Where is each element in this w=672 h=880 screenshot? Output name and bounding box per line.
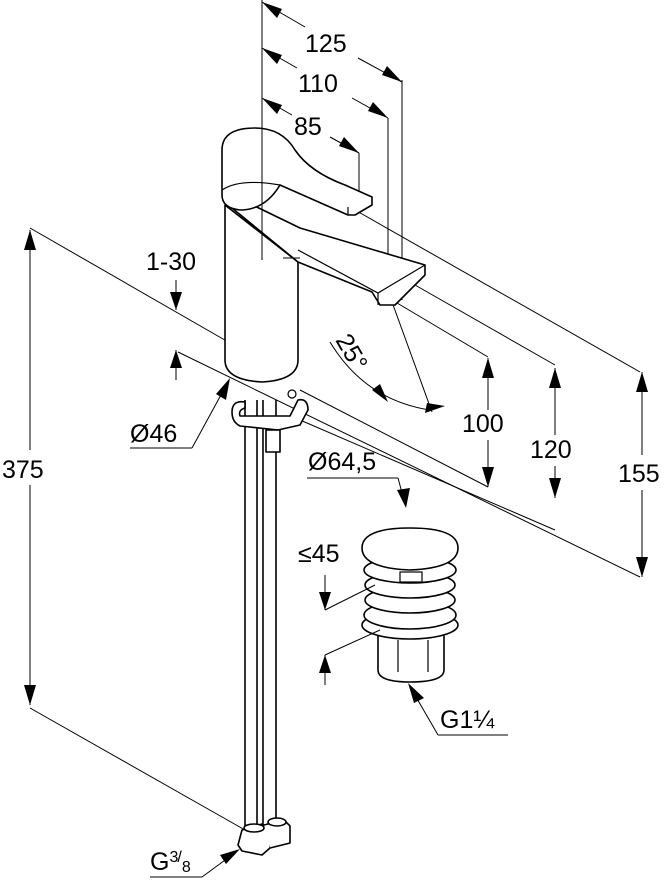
waste-stroke-dimension xyxy=(319,575,381,685)
dim-countertop: 1-30 xyxy=(146,248,196,276)
reach-dimensions xyxy=(261,0,403,300)
dim-reach-total: 125 xyxy=(305,30,347,58)
countertop-dimension xyxy=(170,280,182,380)
dim-reach-lever: 85 xyxy=(294,113,322,141)
dim-hose-thread: G3/8 xyxy=(150,848,191,876)
height-extension-lines xyxy=(29,209,648,578)
dim-waste-thread: G1¼ xyxy=(440,706,495,734)
dim-height-total: 155 xyxy=(618,460,660,488)
dim-height-spout: 120 xyxy=(530,436,572,464)
dim-reach-spout: 110 xyxy=(298,70,338,98)
pop-up-waste xyxy=(361,527,459,683)
waste-diameter-leader xyxy=(307,477,410,508)
dim-waste-diameter: Ø64,5 xyxy=(308,448,376,476)
dim-swivel-angle: 25° xyxy=(330,329,373,376)
dim-base-diameter: Ø46 xyxy=(130,420,177,448)
hose-thread-leader xyxy=(150,849,240,878)
dim-hose-length: 375 xyxy=(2,456,44,484)
faucet-body xyxy=(221,100,426,856)
swivel-angle-indicator xyxy=(329,301,445,413)
dim-height-outlet: 100 xyxy=(462,410,504,438)
dim-waste-stroke: ≤45 xyxy=(298,540,340,568)
hose-length-dimension xyxy=(24,230,246,831)
base-diameter-leader xyxy=(130,378,230,449)
waste-thread-leader xyxy=(408,683,508,736)
